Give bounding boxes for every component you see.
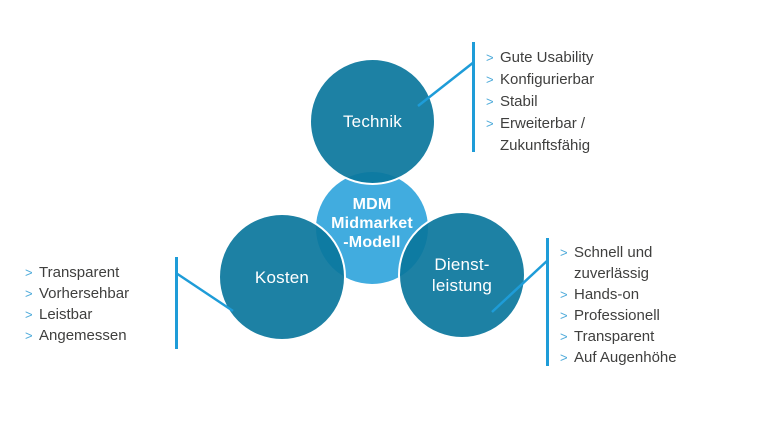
- list-item-text: Konfigurierbar: [500, 71, 595, 88]
- list-item-text: Erweiterbar /: [500, 115, 586, 132]
- list-item: > Gute Usability: [486, 47, 594, 69]
- list-item-text: Angemessen: [39, 327, 127, 344]
- list-item: > Schnell und: [560, 242, 677, 263]
- chevron-bullet-icon: >: [25, 307, 33, 322]
- list-item: > Vorhersehbar: [25, 283, 129, 304]
- technik-circle: Technik: [309, 58, 436, 185]
- dienstleistung-label-line2: leistung: [431, 276, 493, 295]
- chevron-bullet-icon: >: [25, 328, 33, 343]
- list-item-text: zuverlässig: [574, 265, 650, 282]
- center-label-line1: MDM: [352, 196, 392, 213]
- list-item: > Erweiterbar /: [486, 113, 594, 135]
- dienstleistung-circle-label: Dienst- leistung: [432, 254, 492, 296]
- chevron-spacer: [560, 263, 574, 284]
- list-item-text: Transparent: [574, 328, 655, 345]
- list-item-text: Hands-on: [574, 286, 640, 303]
- center-label-line3: -Modell: [343, 234, 401, 251]
- list-item-text: Professionell: [574, 307, 660, 324]
- list-item: > Hands-on: [560, 284, 677, 305]
- chevron-bullet-icon: >: [486, 94, 494, 109]
- dienstleistung-circle: Dienst- leistung: [398, 211, 526, 339]
- chevron-bullet-icon: >: [560, 350, 568, 365]
- chevron-bullet-icon: >: [486, 72, 494, 87]
- chevron-bullet-icon: >: [560, 287, 568, 302]
- list-item-text: Zukunftsfähig: [500, 137, 591, 154]
- kosten-list: > Transparent > Vorhersehbar > Leistbar …: [25, 262, 129, 346]
- list-item-text: Stabil: [500, 93, 538, 110]
- list-item-text: Gute Usability: [500, 49, 594, 66]
- kosten-circle-label: Kosten: [254, 267, 310, 287]
- center-circle-label: MDM Midmarket -Modell: [331, 195, 413, 252]
- list-item: > Transparent: [560, 326, 677, 347]
- chevron-bullet-icon: >: [486, 116, 494, 131]
- list-item: > Angemessen: [25, 325, 129, 346]
- chevron-bullet-icon: >: [486, 50, 494, 65]
- list-item-text: Auf Augenhöhe: [574, 349, 677, 366]
- chevron-bullet-icon: >: [25, 265, 33, 280]
- chevron-bullet-icon: >: [560, 245, 568, 260]
- list-item-text: Vorhersehbar: [39, 285, 130, 302]
- list-item: > Professionell: [560, 305, 677, 326]
- list-item-text: Schnell und: [574, 244, 653, 261]
- kosten-circle: Kosten: [218, 213, 346, 341]
- list-item: > Konfigurierbar: [486, 69, 594, 91]
- chevron-spacer: [486, 135, 500, 157]
- list-item: > Stabil: [486, 91, 594, 113]
- list-item: > Leistbar: [25, 304, 129, 325]
- list-item-wrap-line: zuverlässig: [560, 263, 677, 284]
- list-item: > Auf Augenhöhe: [560, 347, 677, 368]
- list-item-text: Leistbar: [39, 306, 93, 323]
- list-item: > Transparent: [25, 262, 129, 283]
- dienstleistung-label-line1: Dienst-: [434, 255, 490, 274]
- technik-circle-label: Technik: [342, 112, 403, 131]
- chevron-bullet-icon: >: [25, 286, 33, 301]
- chevron-bullet-icon: >: [560, 329, 568, 344]
- dienstleistung-list: > Schnell und zuverlässig > Hands-on > P…: [560, 242, 677, 368]
- chevron-bullet-icon: >: [560, 308, 568, 323]
- center-label-line2: Midmarket: [331, 215, 413, 232]
- list-item-wrap-line: Zukunftsfähig: [486, 135, 594, 157]
- list-item-text: Transparent: [39, 264, 120, 281]
- technik-list: > Gute Usability > Konfigurierbar > Stab…: [486, 47, 594, 157]
